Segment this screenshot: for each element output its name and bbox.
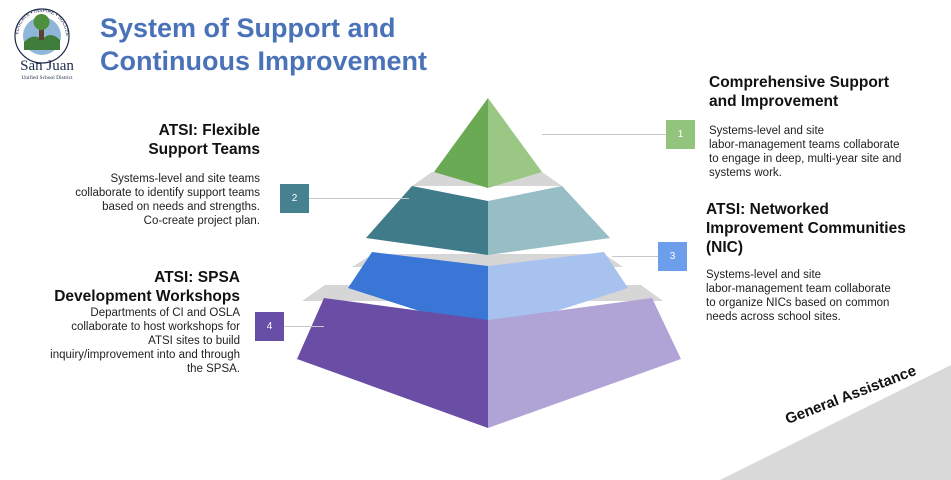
tier-4-desc-line: the SPSA.	[186, 363, 240, 375]
tier-3-badge: 3	[658, 242, 687, 271]
connector-3	[612, 256, 658, 257]
tier-1-desc-line: Systems-level and site	[709, 125, 825, 137]
logo-subtitle: Unified School District	[21, 75, 73, 81]
tier-1-description: Systems-level and site labor-management …	[709, 124, 901, 180]
tier-3-desc-line: to organize NICs based on common	[706, 297, 890, 309]
tier-3-desc-line: Systems-level and site	[706, 269, 822, 281]
tier-3-right-face	[488, 252, 628, 333]
tier-1-desc-line: to engage in deep, multi-year site and	[709, 153, 902, 165]
tier-1-desc-line: systems work.	[709, 167, 782, 179]
tier-3-desc-line: needs across school sites.	[706, 311, 841, 323]
tier-4-badge: 4	[255, 312, 284, 341]
tier-4-desc-line: ATSI sites to build	[148, 335, 240, 347]
tier-4-description: Departments of CI and OSLA collaborate t…	[0, 306, 240, 376]
page-title-line2: Continuous Improvement	[100, 46, 428, 76]
tier-2-left-face	[366, 186, 488, 255]
tier-2-desc-line: Co-create project plan.	[143, 215, 260, 227]
page-title: System of Support and Continuous Improve…	[100, 12, 427, 78]
tier-2-heading-line1: ATSI: Flexible	[158, 122, 260, 139]
tier-2-desc-line: collaborate to identify support teams	[75, 187, 260, 199]
tier-3-heading-line2: Improvement Communities	[706, 220, 906, 237]
tier-3-heading-line1: ATSI: Networked	[706, 201, 829, 218]
district-seal-icon: EDUCATE • INSPIRE • SUCCEED • CONTRIBUTE	[6, 6, 70, 64]
tier-4-heading-line1: ATSI: SPSA	[154, 269, 240, 286]
tier-4-heading-line2: Development Workshops	[54, 288, 240, 305]
tier-4-desc-line: inquiry/improvement into and through	[50, 349, 240, 361]
tier-2-description: Systems-level and site teams collaborate…	[20, 172, 260, 228]
page-title-line1: System of Support and	[100, 13, 396, 43]
tier-4-left-face	[297, 298, 488, 428]
tier-1-heading: Comprehensive Support and Improvement	[709, 73, 889, 111]
tier-1-heading-line2: and Improvement	[709, 93, 839, 110]
tier-2-right-face	[488, 186, 610, 255]
tier-1-left-face	[434, 98, 488, 188]
tier-3-desc-line: labor-management team collaborate	[706, 283, 891, 295]
tier-3-heading: ATSI: Networked Improvement Communities …	[706, 200, 906, 257]
tier-2-desc-line: based on needs and strengths.	[102, 201, 260, 213]
tier-4-desc-line: collaborate to host workshops for	[71, 321, 240, 333]
connector-2	[309, 198, 409, 199]
tier-2-badge: 2	[280, 184, 309, 213]
tier-2-desc-line: Systems-level and site teams	[110, 173, 260, 185]
tier-2-heading: ATSI: Flexible Support Teams	[100, 121, 260, 159]
tier-3-left-face	[348, 252, 488, 333]
tier-1-right-face	[488, 98, 542, 188]
tier-4-right-face	[488, 298, 681, 428]
tier-1-badge: 1	[666, 120, 695, 149]
logo-name: San Juan	[20, 58, 74, 74]
tier-3-heading-line3: (NIC)	[706, 239, 744, 256]
tier-1-heading-line1: Comprehensive Support	[709, 74, 889, 91]
tier-1-desc-line: labor-management teams collaborate	[709, 139, 900, 151]
connector-4	[284, 326, 324, 327]
tier-4-desc-line: Departments of CI and OSLA	[90, 307, 240, 319]
tier-2-heading-line2: Support Teams	[148, 141, 260, 158]
connector-1	[542, 134, 666, 135]
tier-3-description: Systems-level and site labor-management …	[706, 268, 891, 324]
tier-4-heading: ATSI: SPSA Development Workshops	[20, 268, 240, 306]
